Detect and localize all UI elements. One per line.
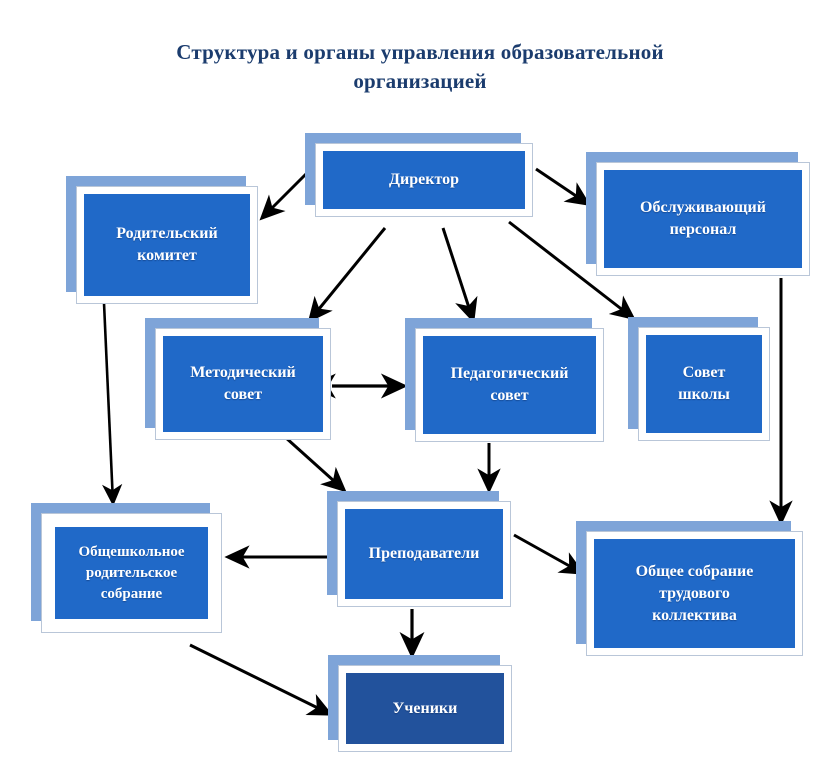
page-title: Структура и органы управления образовате… [176,40,664,93]
edge-school-parents-meeting-to-students [189,643,334,716]
card-frame: Ученики [338,665,512,752]
card-frame: Обслуживающий персонал [596,162,810,276]
card-fill: Директор [323,151,525,209]
card-fill: Общешкольное родительское собрание [55,527,208,619]
card-frame: Методический совет [155,328,331,440]
node-parent-committee[interactable]: Родительский комитет [66,176,258,304]
node-label-labor-collective-meeting: Общее собрание трудового коллектива [635,562,754,624]
card-frame: Общешкольное родительское собрание [41,513,222,633]
card-frame: Директор [315,143,533,217]
card-fill: Общее собрание трудового коллектива [594,539,795,648]
card-frame: Преподаватели [337,501,511,607]
card-frame: Общее собрание трудового коллектива [586,531,803,656]
edge-director-to-methodical-council [307,227,387,323]
node-pedagogical-council[interactable]: Педагогический совет [405,318,604,442]
card-fill: Обслуживающий персонал [604,170,802,268]
card-fill: Ученики [346,673,504,744]
card-frame: Педагогический совет [415,328,604,442]
node-school-parents-meeting[interactable]: Общешкольное родительское собрание [31,503,222,633]
card-fill: Преподаватели [345,509,503,599]
edge-director-to-support-staff [535,167,591,207]
node-director[interactable]: Директор [305,133,533,217]
node-school-council[interactable]: Совет школы [628,317,770,441]
edge-parent-committee-to-school-parents-meeting [102,302,123,507]
node-label-support-staff: Обслуживающий персонал [640,199,766,238]
node-label-students: Ученики [392,699,458,717]
node-teachers[interactable]: Преподаватели [327,491,511,607]
edge-director-to-pedagogical-council [441,227,478,324]
edge-methodical-council-to-teachers [283,435,347,493]
node-label-parent-committee: Родительский комитет [116,225,218,264]
node-support-staff[interactable]: Обслуживающий персонал [586,152,810,276]
node-label-methodical-council: Методический совет [190,364,296,403]
card-frame: Совет школы [638,327,770,441]
node-labor-collective-meeting[interactable]: Общее собрание трудового коллектива [576,521,803,656]
node-students[interactable]: Ученики [328,655,512,752]
card-fill: Родительский комитет [84,194,250,296]
node-methodical-council[interactable]: Методический совет [145,318,331,440]
node-label-director: Директор [389,171,459,188]
node-label-school-council: Совет школы [678,364,730,403]
edge-director-to-parent-committee [259,170,310,221]
node-label-teachers: Преподаватели [368,545,480,562]
card-fill: Педагогический совет [423,336,596,434]
edge-teachers-to-labor-collective-meeting [513,533,586,575]
node-label-school-parents-meeting: Общешкольное родительское собрание [78,543,185,602]
card-frame: Родительский комитет [76,186,258,304]
card-fill: Совет школы [646,335,762,433]
node-label-pedagogical-council: Педагогический совет [450,365,569,404]
card-fill: Методический совет [163,336,323,432]
